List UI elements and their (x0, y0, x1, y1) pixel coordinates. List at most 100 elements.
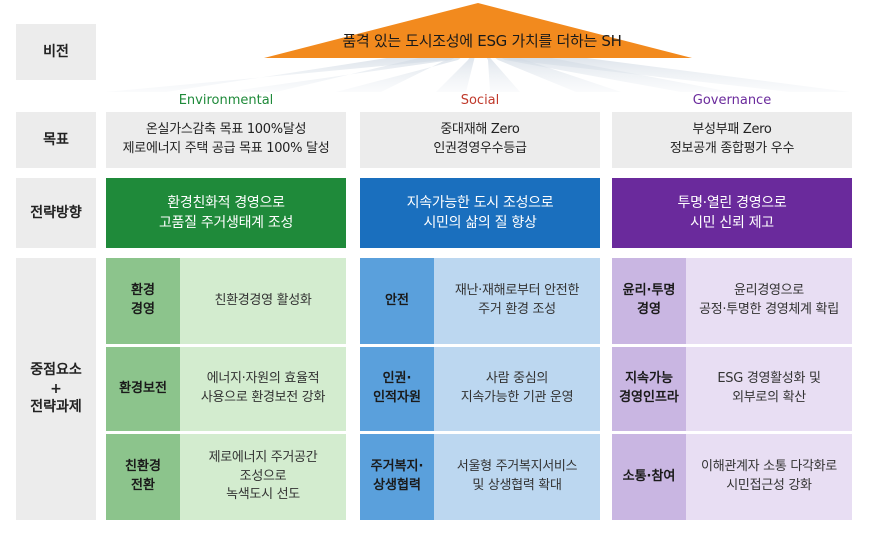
task-value: 친환경경영 활성화 (180, 258, 346, 344)
row-label-focus: 중점요소 + 전략과제 (16, 258, 96, 520)
row-label-focus-line1: 중점요소 (30, 361, 82, 378)
task-divider (612, 431, 852, 434)
task-divider (360, 431, 600, 434)
task-value-text-line: ESG 경영활성화 및 (717, 371, 821, 387)
row-label-vision: 비전 (16, 24, 96, 80)
goal-text-line: 온실가스감축 목표 100%달성 (145, 122, 307, 138)
task-key: 인권· 인적자원 (360, 347, 434, 431)
task-key-text-line: 경영인프라 (619, 390, 679, 405)
row-label-goals-text: 목표 (43, 131, 69, 148)
task-key-text-line: 경영 (131, 302, 155, 317)
task-key-text-line: 지속가능 (625, 371, 673, 387)
strategy-text-line: 지속가능한 도시 조성으로 (406, 194, 554, 211)
goal-box-governance: 부성부패 Zero 정보공개 종합평가 우수 (612, 112, 852, 168)
task-value-text-line: 에너지·자원의 효율적 (206, 371, 320, 387)
task-key-text-line: 인적자원 (373, 390, 421, 405)
task-value-text-line: 서울형 주거복지서비스 (456, 459, 578, 475)
strategy-text-line: 시민 신뢰 제고 (690, 215, 774, 231)
task-key-text-line: 윤리·투명 (622, 283, 676, 299)
task-value-text-line: 사람 중심의 (485, 371, 549, 387)
task-divider (360, 344, 600, 347)
task-key: 안전 (360, 258, 434, 344)
task-value-text-line: 조성으로 (239, 468, 287, 484)
column-header-governance: Governance (692, 93, 772, 108)
goal-text-line: 인권경영우수등급 (433, 141, 527, 156)
column-header-social: Social (460, 93, 500, 108)
task-value-text-line: 녹색도시 선도 (226, 487, 300, 503)
task-value-text-line: 외부로의 확산 (732, 390, 806, 405)
task-value-text-line: 및 상생협력 확대 (472, 478, 562, 493)
row-label-goals: 목표 (16, 112, 96, 168)
task-value-text-line: 윤리경영으로 (734, 283, 804, 299)
task-key-text-line: 환경보전 (119, 380, 167, 396)
goal-text-line: 제로에너지 주택 공급 목표 100% 달성 (122, 141, 330, 156)
task-value-text-line: 시민접근성 강화 (726, 478, 812, 493)
roof-triangle (264, 3, 692, 58)
task-key-text-line: 상생협력 (373, 478, 421, 493)
task-key-text-line: 안전 (385, 292, 409, 308)
strategy-text-line: 투명·열린 경영으로 (677, 194, 787, 211)
task-key-text-line: 경영 (637, 302, 661, 317)
task-value-text-line: 재난·재해로부터 안전한 (454, 283, 580, 299)
strategy-text-line: 환경친화적 경영으로 (167, 194, 285, 211)
task-key-text-line: 환경 (131, 283, 155, 299)
goal-text-line: 정보공개 종합평가 우수 (669, 141, 795, 156)
row-label-strategy: 전략방향 (16, 178, 96, 248)
task-key-text-line: 전환 (131, 478, 155, 493)
task-key-text-line: 친환경 (125, 459, 161, 475)
task-value-text-line: 사용으로 환경보전 강화 (200, 390, 326, 405)
strategy-text-line: 고품질 주거생태계 조성 (158, 215, 294, 231)
task-value-text-line: 공정·투명한 경영체계 확립 (699, 302, 839, 317)
vision-statement: 품격 있는 도시조성에 ESG 가치를 더하는 SH (342, 32, 622, 50)
task-divider (106, 344, 346, 347)
task-key: 환경보전 (106, 347, 180, 431)
task-key: 주거복지· 상생협력 (360, 434, 434, 520)
task-value-text-line: 제로에너지 주거공간 (208, 449, 318, 465)
task-key-text-line: 주거복지· (370, 459, 424, 475)
column-header-environmental: Environmental (178, 93, 274, 108)
task-key-text-line: 인권· (382, 371, 412, 387)
task-key: 소통·참여 (612, 434, 686, 520)
task-value-text-line: 친환경경영 활성화 (214, 292, 312, 308)
task-value-text-line: 이해관계자 소통 다각화로 (701, 459, 837, 475)
strategy-text-line: 시민의 삶의 질 향상 (423, 215, 537, 231)
task-key-text-line: 소통·참여 (622, 468, 676, 484)
row-label-strategy-text: 전략방향 (30, 204, 82, 221)
goal-text-line: 부성부패 Zero (692, 122, 772, 138)
row-label-focus-line2: 전략과제 (30, 399, 82, 416)
task-divider (612, 344, 852, 347)
row-label-vision-text: 비전 (43, 43, 69, 60)
task-value-text-line: 지속가능한 기관 운영 (460, 390, 574, 405)
vision-roof (106, 3, 850, 92)
row-label-focus-plus: + (50, 380, 62, 397)
task-value-text-line: 주거 환경 조성 (478, 302, 556, 317)
